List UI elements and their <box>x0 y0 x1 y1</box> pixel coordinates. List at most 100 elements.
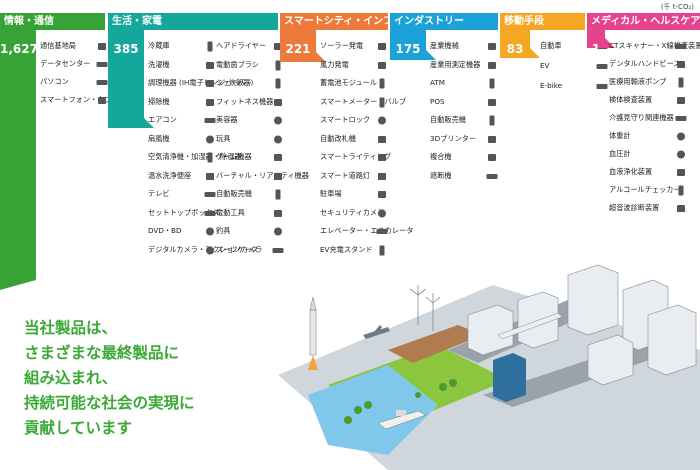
list-item: セットトップボックス <box>148 208 220 218</box>
item-label: スーツケース <box>216 244 259 254</box>
slogan-line: さまざまな最終製品に <box>24 344 180 362</box>
item-label: ヘアドライヤー <box>216 41 267 50</box>
wind-turbine-icon <box>409 285 441 331</box>
item-label: 玩具 <box>216 133 231 143</box>
list-item: POS <box>430 96 445 107</box>
lab-analyzer-icon <box>675 95 687 106</box>
list-item: 美容器 <box>216 115 238 125</box>
item-label: 医療用輸液ポンプ <box>609 77 667 86</box>
list-item: フィットネス機器 <box>216 97 273 107</box>
list-item: 扇風機 <box>148 134 170 144</box>
list-item: 空気清浄機・加湿器・除湿器 <box>148 152 242 162</box>
list-item: テレビ <box>148 189 170 199</box>
river <box>308 365 438 455</box>
list-item: バーチャル・リアリティ機器 <box>216 170 309 181</box>
wind-turbine-icon <box>376 60 388 71</box>
settop-box-icon <box>204 208 216 219</box>
fan-icon <box>204 134 216 145</box>
list-item: 医療用輸液ポンプ <box>609 77 667 87</box>
list-item: デンタルハンドピース <box>609 59 681 69</box>
slogan: 当社製品は、 さまざまな最終製品に 組み込まれ、 持続可能な社会の実現に 貢献し… <box>24 316 195 441</box>
fishing-reel-icon <box>272 226 284 237</box>
list-item: スマートメーター・バルブ <box>320 97 406 107</box>
list-item: 複合機 <box>430 152 452 162</box>
item-label: DVD・BD <box>148 226 182 235</box>
item-label: デジタルカメラ・アクションカメラ <box>148 244 263 254</box>
item-label: 空気清浄機・加湿器・除湿器 <box>148 152 242 161</box>
vending-machine-icon <box>486 115 498 126</box>
list-item: 血圧計 <box>609 149 631 159</box>
list-item: 遮断機 <box>430 171 452 181</box>
list-item: 駐車場 <box>320 189 342 199</box>
camera-icon <box>204 245 216 256</box>
copier-icon <box>486 152 498 163</box>
vacuum-icon <box>204 97 216 108</box>
list-item: 介護見守り関連機器 <box>609 113 674 123</box>
item-label: データセンター <box>40 59 91 68</box>
item-label: 風力発電 <box>320 59 349 69</box>
alcohol-checker-icon <box>675 185 687 196</box>
fitness-icon <box>272 97 284 108</box>
vending-machine-icon <box>272 189 284 200</box>
list-item: 電動歯ブラシ <box>216 60 259 70</box>
category-value-band <box>108 30 154 128</box>
item-label: テレビ <box>148 189 170 198</box>
list-item: 釣具 <box>216 226 231 236</box>
suitcase-icon <box>272 245 284 256</box>
item-label: POS <box>430 96 445 106</box>
item-label: 産業機械 <box>430 41 459 50</box>
category-value-band <box>280 30 326 62</box>
list-item: 通信基地局 <box>40 41 76 51</box>
field <box>388 325 483 363</box>
category-value: 175 <box>395 42 421 56</box>
item-label: デンタルハンドピース <box>609 59 681 68</box>
server-icon <box>96 59 108 70</box>
item-label: 釣具 <box>216 226 231 235</box>
list-item: パソコン <box>40 77 69 87</box>
list-item: アルコールチェッカー <box>609 185 681 195</box>
list-item: 産業機械 <box>430 41 459 51</box>
item-label: EV <box>540 61 550 70</box>
item-label: バーチャル・リアリティ機器 <box>216 170 309 180</box>
list-item: スマート道路灯 <box>320 171 370 181</box>
item-label: 介護見守り関連機器 <box>609 113 674 122</box>
scale-icon <box>675 131 687 142</box>
lighting-icon <box>376 152 388 163</box>
category-value-band <box>587 30 615 48</box>
item-label: 掃除機 <box>148 96 170 106</box>
toothbrush-icon <box>272 60 284 71</box>
ticket-gate-icon <box>376 134 388 145</box>
item-label: 駐車場 <box>320 189 342 198</box>
category-header-life: 生活・家電 <box>108 13 278 30</box>
item-label: 蓄電池モジュール <box>320 78 377 87</box>
item-label: 体重計 <box>609 131 631 140</box>
category-value: 221 <box>285 42 311 56</box>
list-item: ソーラー発電 <box>320 41 363 51</box>
list-item: 体重計 <box>609 131 631 141</box>
item-label: EV充電スタンド <box>320 244 373 254</box>
drill-icon <box>272 208 284 219</box>
train-icon <box>497 312 563 340</box>
category-value-band <box>500 30 540 58</box>
list-item: 産業用測定機器 <box>430 60 480 70</box>
list-item: 自動販売機 <box>216 189 252 199</box>
tree-icon <box>344 379 457 424</box>
ct-scanner-icon <box>675 41 687 52</box>
fridge-icon <box>204 41 216 52</box>
care-bed-icon <box>675 113 687 124</box>
list-item: EV充電スタンド <box>320 244 373 255</box>
atm-icon <box>486 78 498 89</box>
lock-icon <box>376 115 388 126</box>
category-value: 1,627 <box>0 42 38 56</box>
item-label: 検体検査装置 <box>609 95 653 104</box>
list-item: スーツケース <box>216 244 259 255</box>
item-label: 洗濯機 <box>148 59 170 69</box>
list-item: 蓄電池モジュール <box>320 78 377 88</box>
infusion-pump-icon <box>675 77 687 88</box>
slogan-line: 持続可能な社会の実現に <box>24 394 195 412</box>
category-header-medical: メディカル・ヘルスケア <box>587 13 700 30</box>
category-header-industry: インダストリー <box>390 13 498 30</box>
unit-label: (千 t-CO₂) <box>660 3 694 11</box>
smart-meter-icon <box>376 97 388 108</box>
measuring-device-icon <box>486 60 498 71</box>
